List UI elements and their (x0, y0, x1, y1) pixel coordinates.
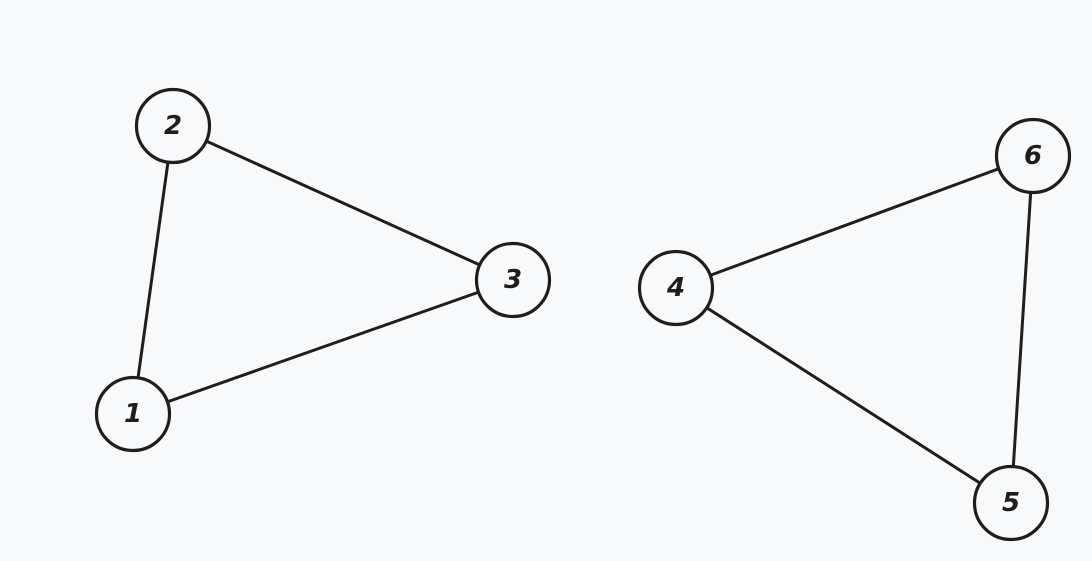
graph-edge-6-5[interactable] (1009, 154, 1035, 505)
node-label-6: 6 (1024, 141, 1042, 171)
graph-node-6[interactable]: 6 (994, 117, 1072, 195)
nodes-layer: 1 2 3 4 5 6 (94, 87, 1072, 542)
graph-node-1[interactable]: 1 (94, 375, 172, 453)
node-circle-1[interactable] (94, 375, 172, 453)
graph-edge-4-5[interactable] (674, 286, 1013, 505)
node-circle-4[interactable] (637, 249, 715, 327)
node-circle-3[interactable] (474, 241, 552, 319)
node-label-5: 5 (1002, 488, 1020, 518)
node-label-3: 3 (504, 265, 522, 295)
graph-node-5[interactable]: 5 (972, 464, 1050, 542)
graph-node-3[interactable]: 3 (474, 241, 552, 319)
node-label-1: 1 (124, 399, 142, 429)
node-label-4: 4 (666, 273, 685, 303)
graph-edge-2-1[interactable] (131, 124, 175, 416)
graph-edge-2-3[interactable] (171, 124, 515, 282)
node-circle-6[interactable] (994, 117, 1072, 195)
graph-node-2[interactable]: 2 (134, 87, 212, 165)
graph-edge-1-3[interactable] (131, 278, 515, 416)
node-label-2: 2 (164, 111, 182, 141)
node-circle-5[interactable] (972, 464, 1050, 542)
edges-layer (131, 124, 1035, 505)
node-circle-2[interactable] (134, 87, 212, 165)
graph-edge-4-6[interactable] (674, 154, 1035, 290)
graph-node-4[interactable]: 4 (637, 249, 715, 327)
